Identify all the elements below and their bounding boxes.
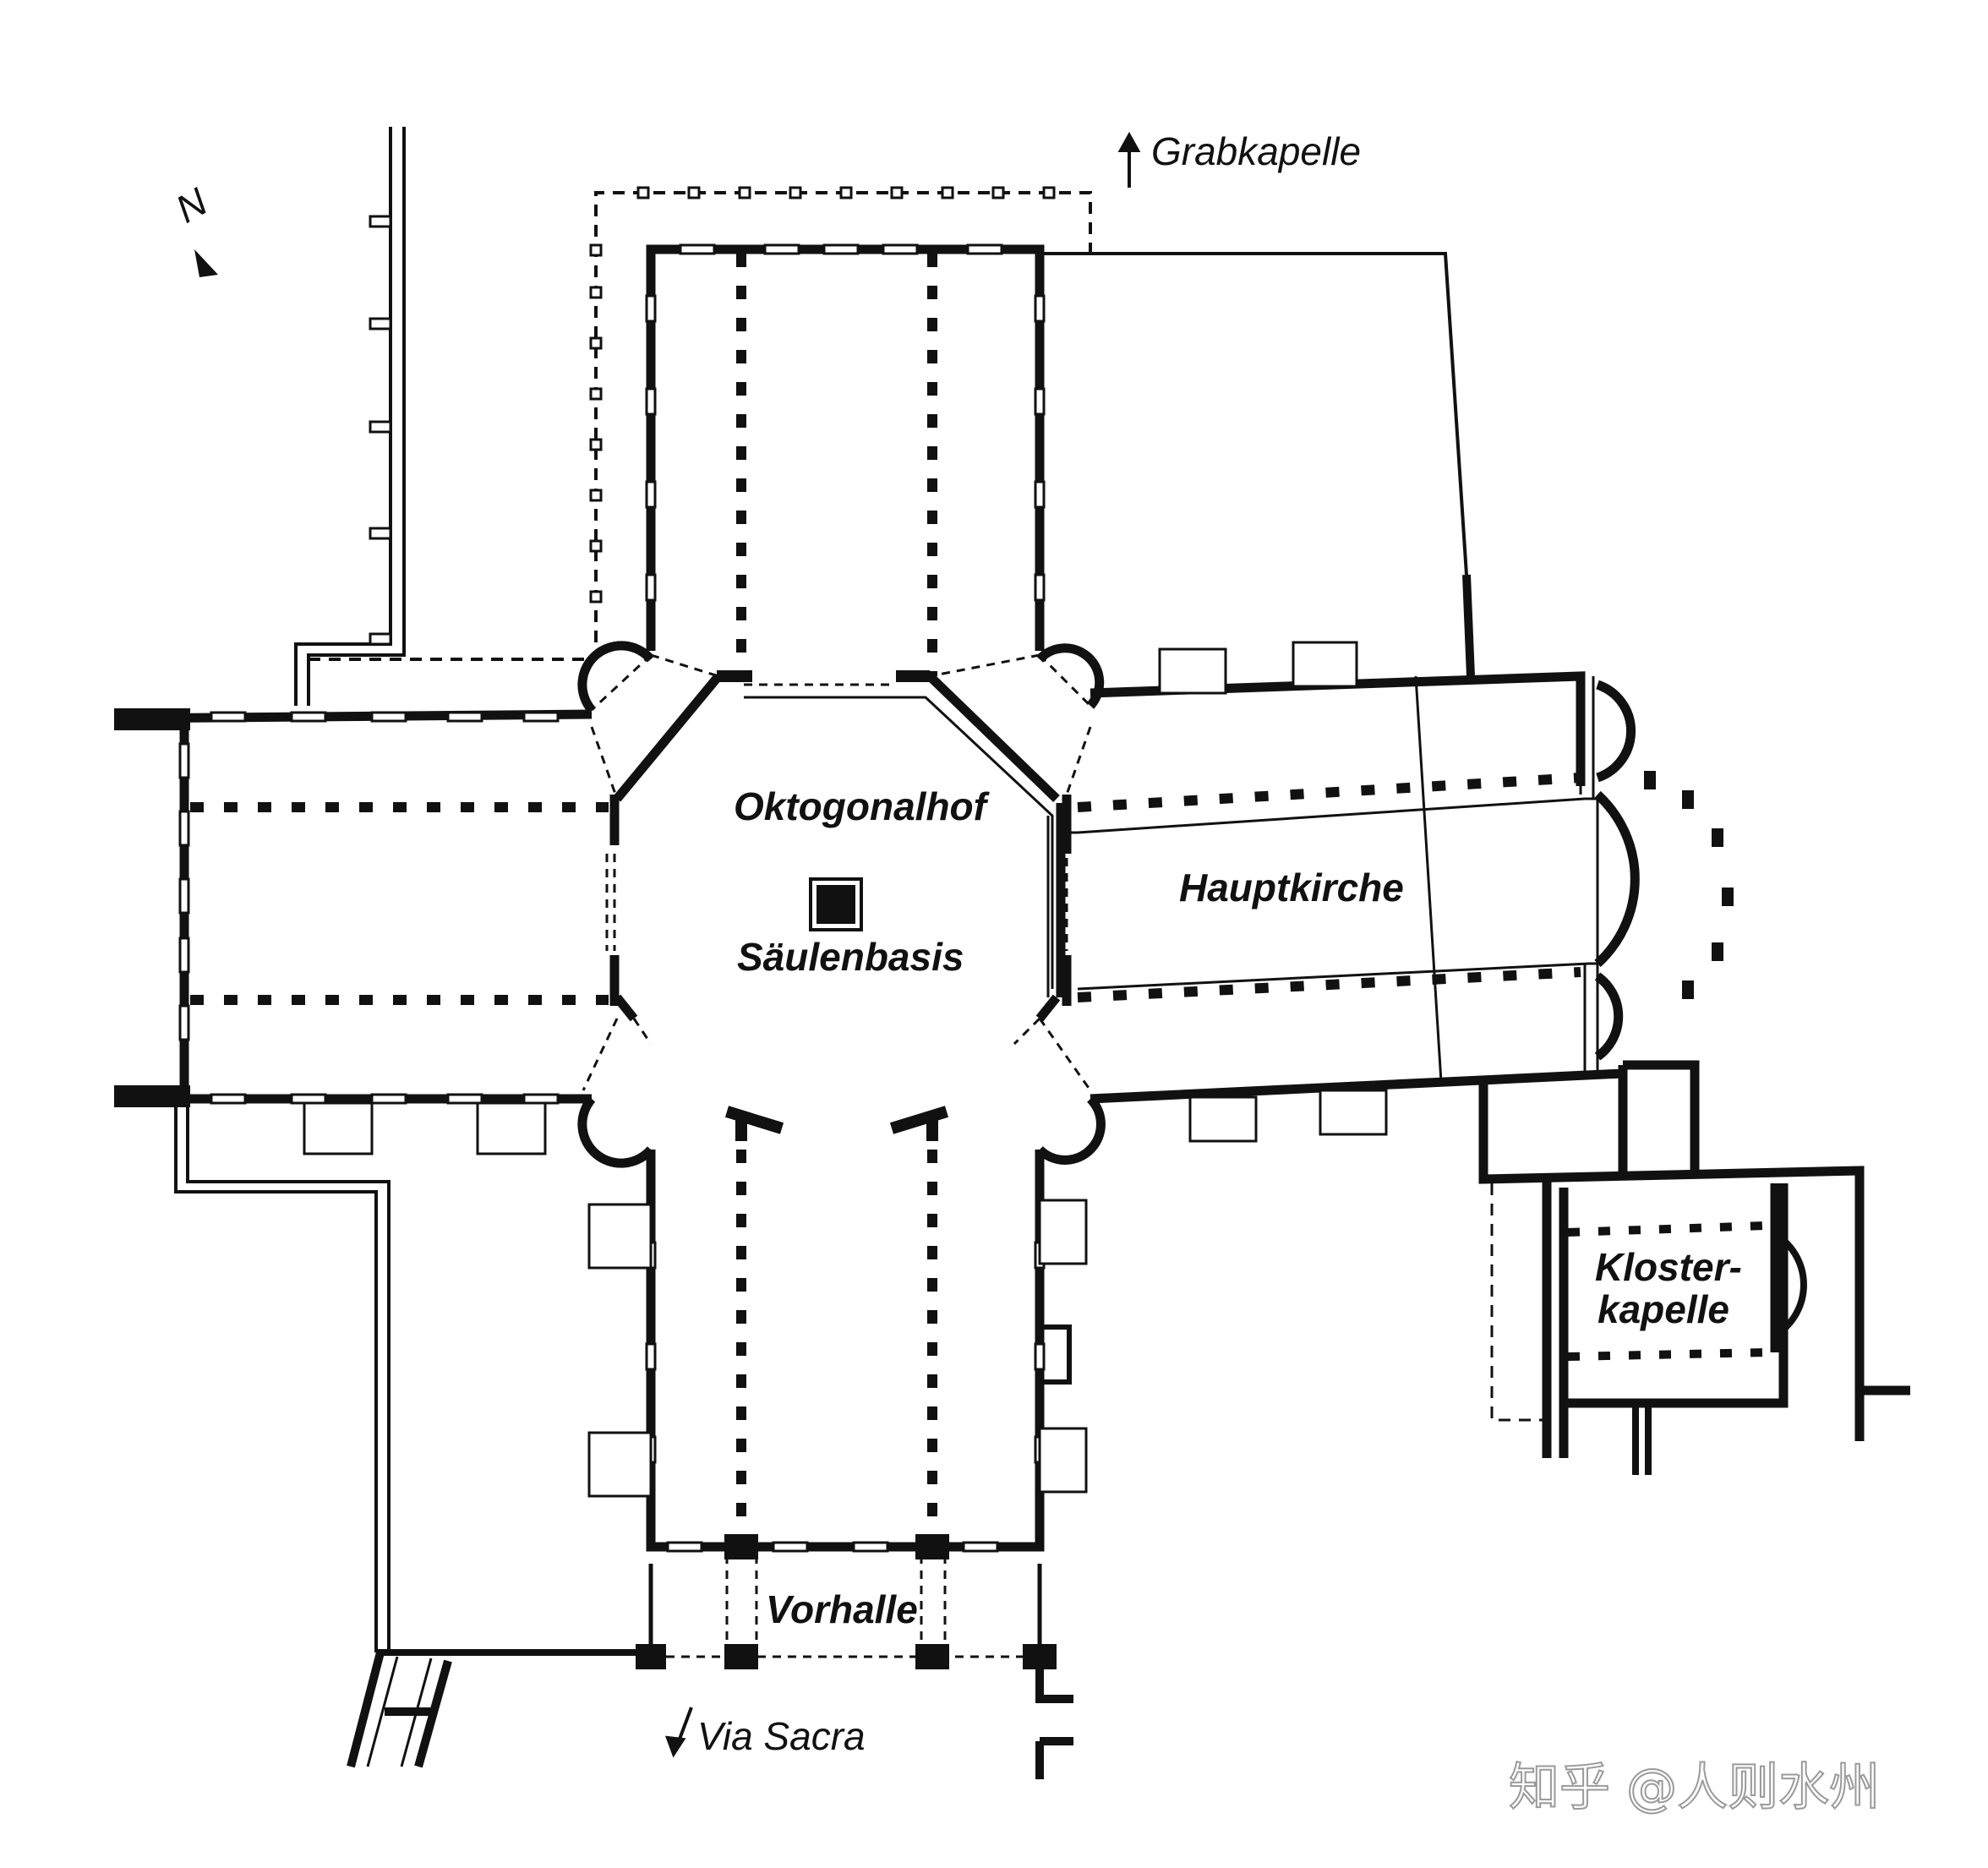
north-outer-wall [594,191,1092,642]
label-via-sacra: Via Sacra [697,1714,866,1758]
octagon-pier-crosses [717,670,949,1141]
compass-label: N [168,179,215,232]
octagon-corner-niches [577,641,1106,1168]
northeast-courtyard-wall-thick [1462,574,1475,677]
south-arm-openings [645,1241,1046,1553]
label-saeulenbasis: Säulenbasis [737,935,964,979]
hauptkirche-buttresses [1158,641,1388,1143]
north-arrow-icon: N [168,179,218,277]
south-colonnades [736,1150,937,1547]
north-arm-walls [646,244,1045,651]
north-outer-wall-posts [589,186,1056,604]
label-klosterkapelle-line2: kapelle [1598,1287,1729,1331]
south-arm-side-room [1041,1325,1072,1385]
west-arm-door-stub-bottom [114,1085,190,1107]
west-arm-openings [178,711,560,1105]
octagon-inner-thin [744,696,1054,989]
label-vorhalle: Vorhalle [766,1587,918,1631]
vorhalle-walls [648,1564,1042,1657]
northwest-boundary-wall [294,127,406,706]
main-apse-buttresses [1644,771,1734,999]
label-hauptkirche: Hauptkirche [1179,866,1404,909]
klosterkapelle-inner [1772,1231,1807,1339]
klosterkapelle-colonnades [1567,1221,1767,1361]
north-colonnades [736,254,937,676]
southwest-stair [347,1651,452,1768]
label-oktogonalhof: Oktogonalhof [734,784,991,828]
southwest-courtyard-wall [174,1107,390,1652]
label-klosterkapelle-line1: Kloster- [1595,1245,1742,1289]
hauptkirche-apses [1594,680,1640,1061]
via-sacra-arrow-icon [665,1707,693,1758]
south-arm-walls [646,1150,1045,1552]
north-arm-openings [645,243,1046,602]
vorhalle-dashed [651,1555,1040,1658]
west-colonnades [190,802,609,1005]
southwest-stair-thin [366,1656,433,1767]
south-arm-buttresses [587,1199,1088,1498]
octagon-dashed-screens [582,653,1092,1091]
west-arm-door-stub-top [114,708,190,730]
vorhalle-south-stubs [1035,1661,1073,1779]
column-base-fill [816,885,855,924]
vorhalle-piers [636,1534,1057,1669]
northwest-wall-posts [369,215,392,646]
watermark: 知乎 @人则水州 [1509,1758,1880,1817]
northeast-courtyard-wall [1040,252,1468,576]
hauptkirche-colonnades [1077,773,1581,1002]
west-arm-buttresses [303,1101,547,1155]
label-grabkapelle: Grabkapelle [1151,129,1361,173]
klosterkapelle-south-stubs [1632,1407,1652,1475]
octagon-walls [609,673,1072,1022]
grabkapelle-arrow-icon [1117,131,1141,188]
